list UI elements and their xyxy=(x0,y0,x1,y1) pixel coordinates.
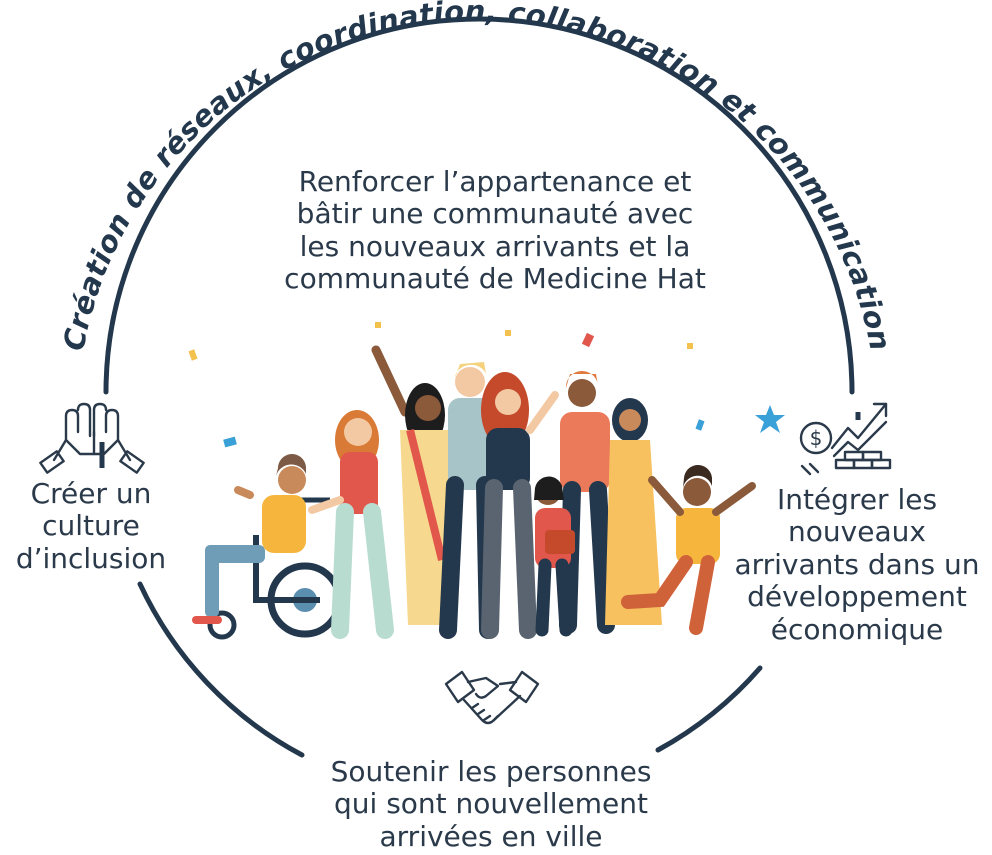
person-woman-sash xyxy=(371,345,450,625)
people-illustration xyxy=(192,345,756,640)
person-hijab-woman xyxy=(605,398,662,625)
confetti-piece xyxy=(505,330,511,336)
confetti-piece xyxy=(223,436,237,448)
handshake-icon xyxy=(444,670,540,725)
center-goal-text: Renforcer l’appartenance et bâtir une co… xyxy=(284,165,706,296)
ring-arc-lower-left xyxy=(137,581,305,758)
person-girl xyxy=(534,476,575,637)
confetti-piece xyxy=(687,343,693,349)
ring-arc-lower-right xyxy=(655,665,763,753)
person-woman-red-top xyxy=(308,410,394,639)
confetti-piece xyxy=(581,332,595,348)
high-five-hands-icon xyxy=(39,402,145,474)
person-turban-man xyxy=(559,370,615,634)
confetti-piece xyxy=(375,322,381,328)
confetti-piece xyxy=(188,349,198,361)
ring-arc-top xyxy=(103,16,855,395)
newcomer-support-text: Soutenir les personnes qui sont nouvelle… xyxy=(330,755,652,853)
star-confetti xyxy=(755,405,785,433)
economic-growth-icon: $ xyxy=(799,402,892,476)
person-redhair-woman xyxy=(481,372,559,639)
confetti-piece xyxy=(695,419,705,431)
svg-text:$: $ xyxy=(810,426,823,450)
person-boy xyxy=(621,464,756,635)
economic-integration-text: Intégrer les nouveaux arrivants dans un … xyxy=(734,483,980,646)
confetti xyxy=(188,322,785,448)
inclusion-culture-text: Créer un culture d’inclusion xyxy=(15,477,167,575)
person-wheelchair xyxy=(192,454,343,640)
